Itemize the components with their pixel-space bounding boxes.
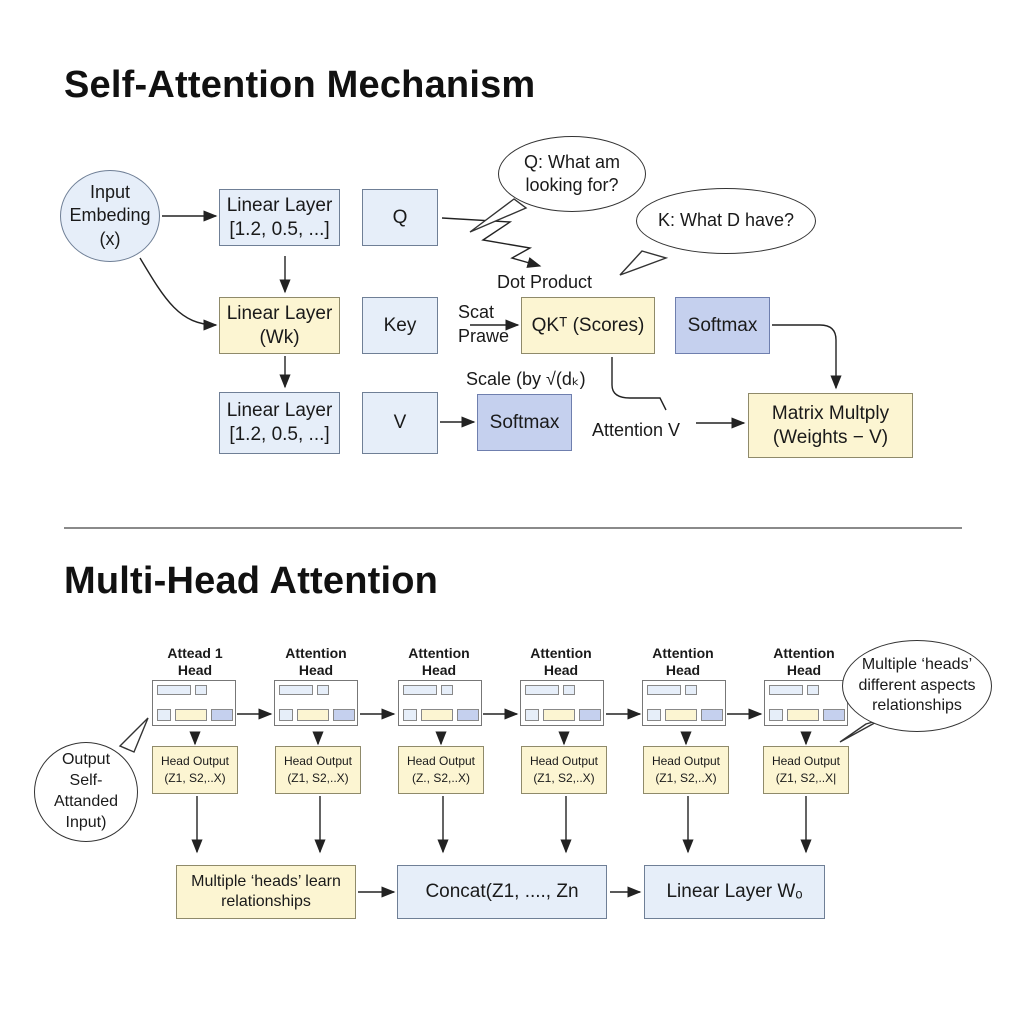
input-embedding-bubble: Input Embeding (x) (60, 170, 160, 262)
multiple-heads-bubble: Multiple ‘heads’ different aspects relatio… (842, 640, 992, 732)
q-box: Q (362, 189, 438, 246)
mini-diagram-6 (764, 680, 848, 726)
key-box: Key (362, 297, 438, 354)
lb-l4: Input) (65, 813, 107, 831)
head4-l2: Head (543, 662, 579, 678)
k-question-bubble: K: What D have? (636, 188, 816, 254)
linear-layer-3: Linear Layer[1.2, 0.5, ...] (219, 392, 340, 454)
linear1-label: Linear Layer (226, 194, 333, 216)
matrix-l2: (Weights − V) (772, 426, 889, 448)
k-bubble-tail (619, 250, 669, 276)
arrow-q-dot (441, 217, 542, 268)
head2-l2: Head (298, 662, 334, 678)
head4-l1: Attention (530, 645, 592, 661)
q-question-bubble: Q: What am looking for? (498, 136, 646, 212)
head5-l1: Attention (652, 645, 714, 661)
linear-layer-wo-box: Linear Layer Wₒ (644, 865, 825, 919)
linear3-label: Linear Layer (226, 400, 333, 422)
head3-out2: (Z., S2,..X) (411, 771, 470, 785)
softmax-top-box: Softmax (675, 297, 770, 354)
concat-box: Concat(Z1, ...., Zn (397, 865, 607, 919)
head1-l2: Head (177, 662, 213, 678)
lb-l1: Output (61, 751, 111, 769)
arrow-softmax-matrix (772, 324, 842, 390)
attention-v-label: Attention V (592, 420, 681, 440)
head6-l1: Attention (773, 645, 835, 661)
learn-l1: Multiple ‘heads’ learn (191, 873, 341, 890)
head1-out1: Head Output (160, 754, 230, 769)
head6-out1: Head Output (771, 754, 841, 769)
head4-out1: Head Output (529, 754, 599, 769)
section2-title: Multi-Head Attention (64, 560, 439, 602)
head-output-5: Head Output (Z1, S2,..X) (643, 746, 729, 794)
input-l2: Embeding (69, 205, 151, 226)
head2-out2: (Z1, S2,..X) (287, 771, 349, 785)
linear2-values: (Wk) (259, 326, 300, 348)
rb-l2: different aspects (858, 676, 976, 694)
line-scores-attention (611, 357, 667, 411)
head1-out2: (Z1, S2,..X) (164, 771, 226, 785)
rb-l1: Multiple ‘heads’ (861, 655, 973, 673)
input-l3: (x) (99, 228, 121, 249)
head3-l1: Attention (408, 645, 470, 661)
linear2-label: Linear Layer (226, 302, 333, 324)
arrow-input-linear2 (139, 257, 218, 331)
q-bubble-tail (469, 198, 528, 233)
section1-title: Self-Attention Mechanism (64, 64, 536, 106)
mini-diagram-5 (642, 680, 726, 726)
head-output-6: Head Output (Z1, S2,..X| (763, 746, 849, 794)
head5-out1: Head Output (651, 754, 721, 769)
head6-l2: Head (786, 662, 822, 678)
head3-out1: Head Output (406, 754, 476, 769)
multiple-heads-learn-box: Multiple ‘heads’ learn relationships (176, 865, 356, 919)
head2-out1: Head Output (283, 754, 353, 769)
head4-out2: (Z1, S2,..X) (533, 771, 595, 785)
v-box: V (362, 392, 438, 454)
scale-label: Scale (by √(dₖ) (466, 369, 586, 389)
mini-diagram-4 (520, 680, 604, 726)
left-bubble-tail (118, 717, 149, 753)
linear1-values: [1.2, 0.5, ...] (229, 218, 330, 240)
linear3-values: [1.2, 0.5, ...] (229, 424, 330, 445)
head-output-1: Head Output (Z1, S2,..X) (152, 746, 238, 794)
q-bubble-l1: Q: What am (523, 151, 621, 172)
matrix-multiply-box: Matrix Multply(Weights − V) (748, 393, 913, 458)
input-l1: Input (89, 181, 131, 202)
q-bubble-l2: looking for? (525, 175, 619, 195)
lb-l2: Self- (69, 772, 103, 790)
head-output-4: Head Output (Z1, S2,..X) (521, 746, 607, 794)
scat-label: Scat (458, 302, 495, 322)
scores-box: QKᵀ (Scores) (521, 297, 655, 354)
rb-l3: relationships (872, 697, 962, 715)
prawe-label: Prawe (458, 326, 510, 346)
dot-product-label: Dot Product (497, 272, 593, 292)
matrix-l1: Matrix Multply (771, 402, 890, 424)
head-output-3: Head Output (Z., S2,..X) (398, 746, 484, 794)
head3-l2: Head (421, 662, 457, 678)
head5-l2: Head (665, 662, 701, 678)
mini-diagram-2 (274, 680, 358, 726)
mini-diagram-1 (152, 680, 236, 726)
learn-l2: relationships (221, 893, 311, 910)
linear-layer-wk: Linear Layer(Wk) (219, 297, 340, 354)
head6-out2: (Z1, S2,..X| (775, 771, 837, 785)
lb-l3: Attanded (53, 793, 119, 810)
softmax-bottom-box: Softmax (477, 394, 572, 451)
head2-l1: Attention (285, 645, 347, 661)
mini-diagram-3 (398, 680, 482, 726)
head-output-2: Head Output (Z1, S2,..X) (275, 746, 361, 794)
head1-l1: Attead 1 (167, 645, 223, 661)
head5-out2: (Z1, S2,..X) (655, 771, 717, 785)
linear-layer-1: Linear Layer[1.2, 0.5, ...] (219, 189, 340, 246)
